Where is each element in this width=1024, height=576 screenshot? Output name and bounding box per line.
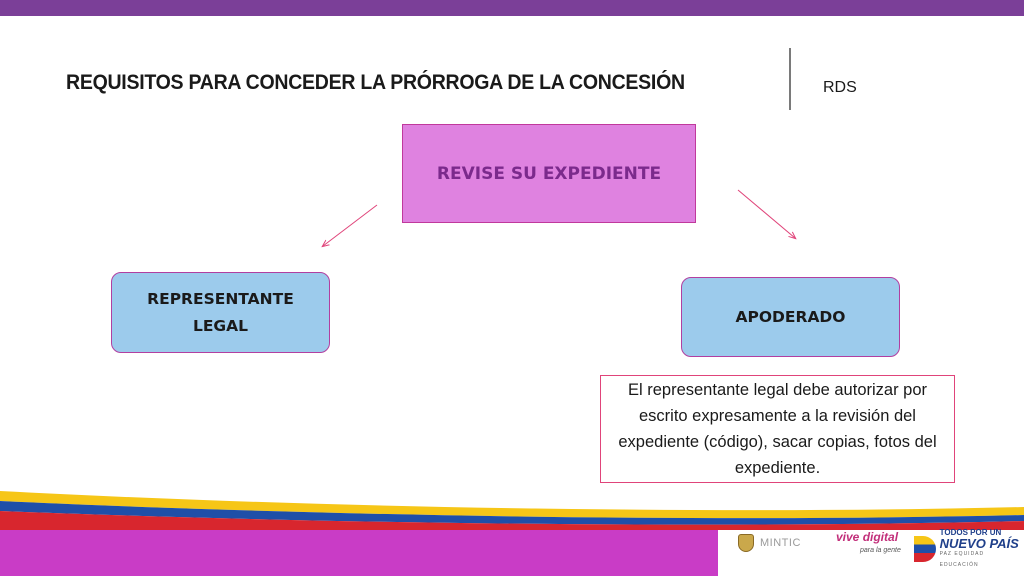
mintic-logo: MINTIC [738, 534, 801, 552]
section-tag: RDS [823, 79, 857, 96]
vive-digital-sub: para la gente [860, 547, 901, 554]
todos-line2: NUEVO PAÍS [939, 536, 1019, 551]
root-node-label: REVISE SU EXPEDIENTE [436, 163, 662, 184]
apoderado-note: El representante legal debe autorizar po… [600, 375, 955, 483]
root-node: REVISE SU EXPEDIENTE [402, 124, 696, 223]
apoderado-node: APODERADO [681, 277, 900, 357]
arrow-to-representante [323, 204, 378, 246]
todos-line1: TODOS POR UN [939, 528, 1002, 537]
flag-heart-icon [914, 536, 936, 562]
representante-legal-node: REPRESENTANTE LEGAL [111, 272, 330, 353]
vive-digital-logo: vive digital para la gente [836, 530, 901, 558]
representante-legal-label: REPRESENTANTE LEGAL [147, 289, 294, 335]
apoderado-label: APODERADO [735, 307, 846, 326]
apoderado-note-text: El representante legal debe autorizar po… [618, 381, 937, 477]
top-color-bar [0, 0, 1024, 16]
arrow-to-apoderado [737, 189, 795, 238]
todos-line3: PAZ EQUIDAD EDUCACIÓN [939, 551, 985, 568]
footer-logo-panel [718, 530, 1024, 576]
mintic-label: MINTIC [760, 537, 801, 549]
title-divider [789, 48, 791, 110]
coat-of-arms-icon [738, 534, 754, 552]
todos-por-un-nuevo-pais-logo: TODOS POR UN NUEVO PAÍS PAZ EQUIDAD EDUC… [914, 527, 1024, 571]
vive-digital-label: vive digital [836, 530, 899, 544]
flag-stripes [0, 491, 1024, 530]
slide-title: REQUISITOS PARA CONCEDER LA PRÓRROGA DE … [66, 71, 685, 94]
